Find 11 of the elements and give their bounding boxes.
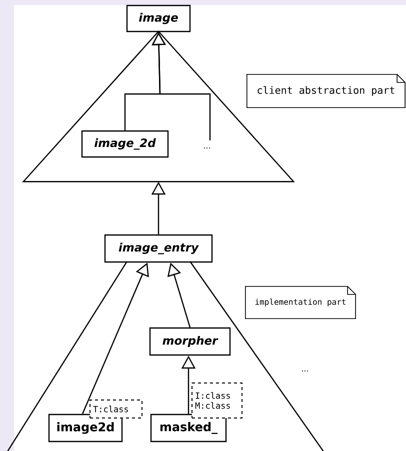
template-parameter-box: I:class M:class: [192, 382, 242, 418]
class-box: masked_: [150, 414, 227, 442]
template-parameter-box: T:class: [90, 400, 142, 418]
class-box: morpher: [149, 327, 231, 356]
class-box: image_entry: [104, 234, 213, 263]
package-triangle: [6, 260, 324, 451]
ellipsis-text: ...: [302, 370, 308, 372]
class-box: image_2d: [81, 130, 169, 158]
note-box: implementation part: [245, 286, 356, 319]
class-box: image: [126, 4, 191, 32]
note-box: client abstraction part: [246, 74, 406, 108]
